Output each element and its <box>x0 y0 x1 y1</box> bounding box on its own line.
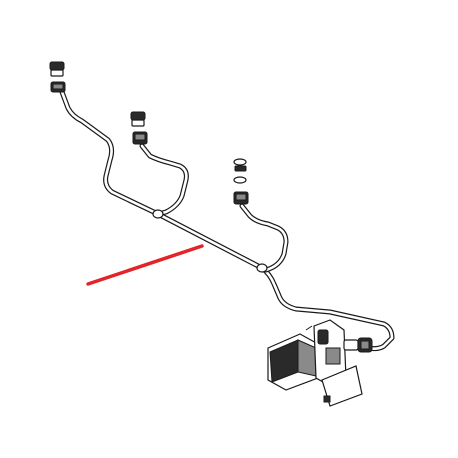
solenoid-valve <box>267 319 373 407</box>
pipe-network <box>59 89 395 352</box>
inlet-fitting <box>343 339 359 351</box>
outlet-connector-2 <box>130 111 148 145</box>
tee-fitting <box>152 209 164 219</box>
main-pipe <box>59 89 395 352</box>
highlight-pointer-line <box>86 244 204 286</box>
tee-fitting <box>256 263 268 273</box>
outlet-connector-1 <box>49 61 66 93</box>
outlet-connector-3 <box>233 158 249 205</box>
